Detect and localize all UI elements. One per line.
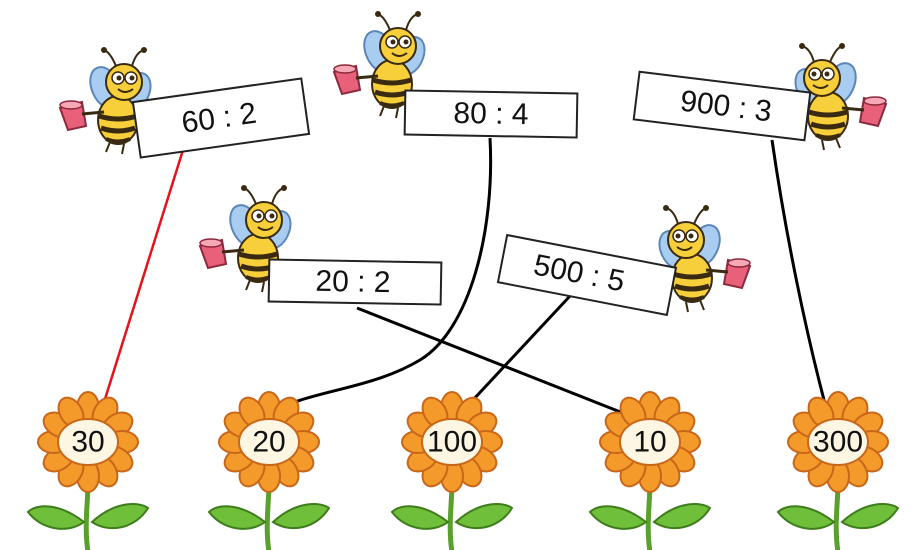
connection-line[interactable]: [98, 149, 185, 416]
flower[interactable]: 30: [28, 392, 148, 550]
answer-label: 30: [71, 426, 104, 459]
expression-label: 20 : 2: [315, 265, 391, 299]
expression-card[interactable]: 500 : 5: [496, 233, 678, 317]
answer-label: 10: [633, 426, 666, 459]
expression-card[interactable]: 900 : 3: [632, 70, 812, 142]
flower[interactable]: 100: [392, 392, 512, 550]
expression-card[interactable]: 80 : 4: [403, 89, 579, 139]
expression-card[interactable]: 60 : 2: [131, 77, 311, 159]
expression-card[interactable]: 20 : 2: [267, 258, 443, 306]
expression-label: 80 : 4: [453, 97, 529, 131]
answer-label: 300: [813, 426, 863, 459]
answer-label: 20: [252, 426, 285, 459]
connection-line[interactable]: [456, 294, 572, 418]
connection-lines: [98, 137, 830, 418]
flower[interactable]: 20: [209, 392, 329, 550]
connection-line[interactable]: [770, 139, 830, 416]
flower[interactable]: 10: [590, 392, 710, 550]
connection-line[interactable]: [356, 306, 629, 417]
flower[interactable]: 300: [778, 392, 898, 550]
connection-line[interactable]: [269, 137, 493, 415]
answer-label: 100: [427, 426, 477, 459]
